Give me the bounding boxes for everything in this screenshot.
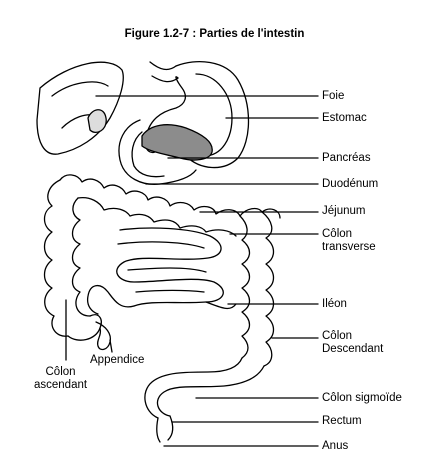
label-pancreas: Pancréas <box>322 152 371 164</box>
ascending-colon-inner <box>71 197 91 317</box>
duodenum <box>118 119 197 185</box>
transverse-colon <box>59 174 281 219</box>
rectum <box>156 415 174 443</box>
label-colon-sigmoide: Côlon sigmoïde <box>322 392 402 404</box>
leader-appendice <box>109 339 113 353</box>
transverse-colon-lower <box>77 196 237 237</box>
ileum <box>86 285 135 315</box>
cecum <box>67 314 102 341</box>
label-estomac: Estomac <box>322 112 367 124</box>
gallbladder <box>87 109 107 133</box>
ileum-2 <box>205 301 237 310</box>
sigmoid-colon <box>156 365 265 417</box>
pancreas <box>141 124 213 161</box>
label-foie: Foie <box>322 90 345 102</box>
ascending-colon <box>43 179 69 337</box>
liver <box>36 61 124 155</box>
label-appendice: Appendice <box>90 354 145 366</box>
label-colon-transverse: Côlon transverse <box>322 228 376 253</box>
label-colon-ascendant: Côlon ascendant <box>34 366 88 391</box>
sigmoid-colon-inner <box>144 357 243 419</box>
label-colon-descendant: Côlon Descendant <box>322 330 384 355</box>
label-jejunum: Jéjunum <box>322 205 366 217</box>
descending-colon <box>261 211 275 367</box>
duodenum-inner <box>131 131 165 178</box>
label-duodenum: Duodénum <box>322 178 379 190</box>
label-anus: Anus <box>322 440 349 452</box>
appendix <box>95 321 112 351</box>
esophagus <box>149 61 179 83</box>
label-rectum: Rectum <box>322 415 362 427</box>
descending-colon-inner <box>239 215 251 359</box>
label-ileon: Iléon <box>322 298 347 310</box>
small-intestine-loops <box>116 227 224 307</box>
figure-title: Figure 1.2-7 : Parties de l'intestin <box>124 28 305 40</box>
